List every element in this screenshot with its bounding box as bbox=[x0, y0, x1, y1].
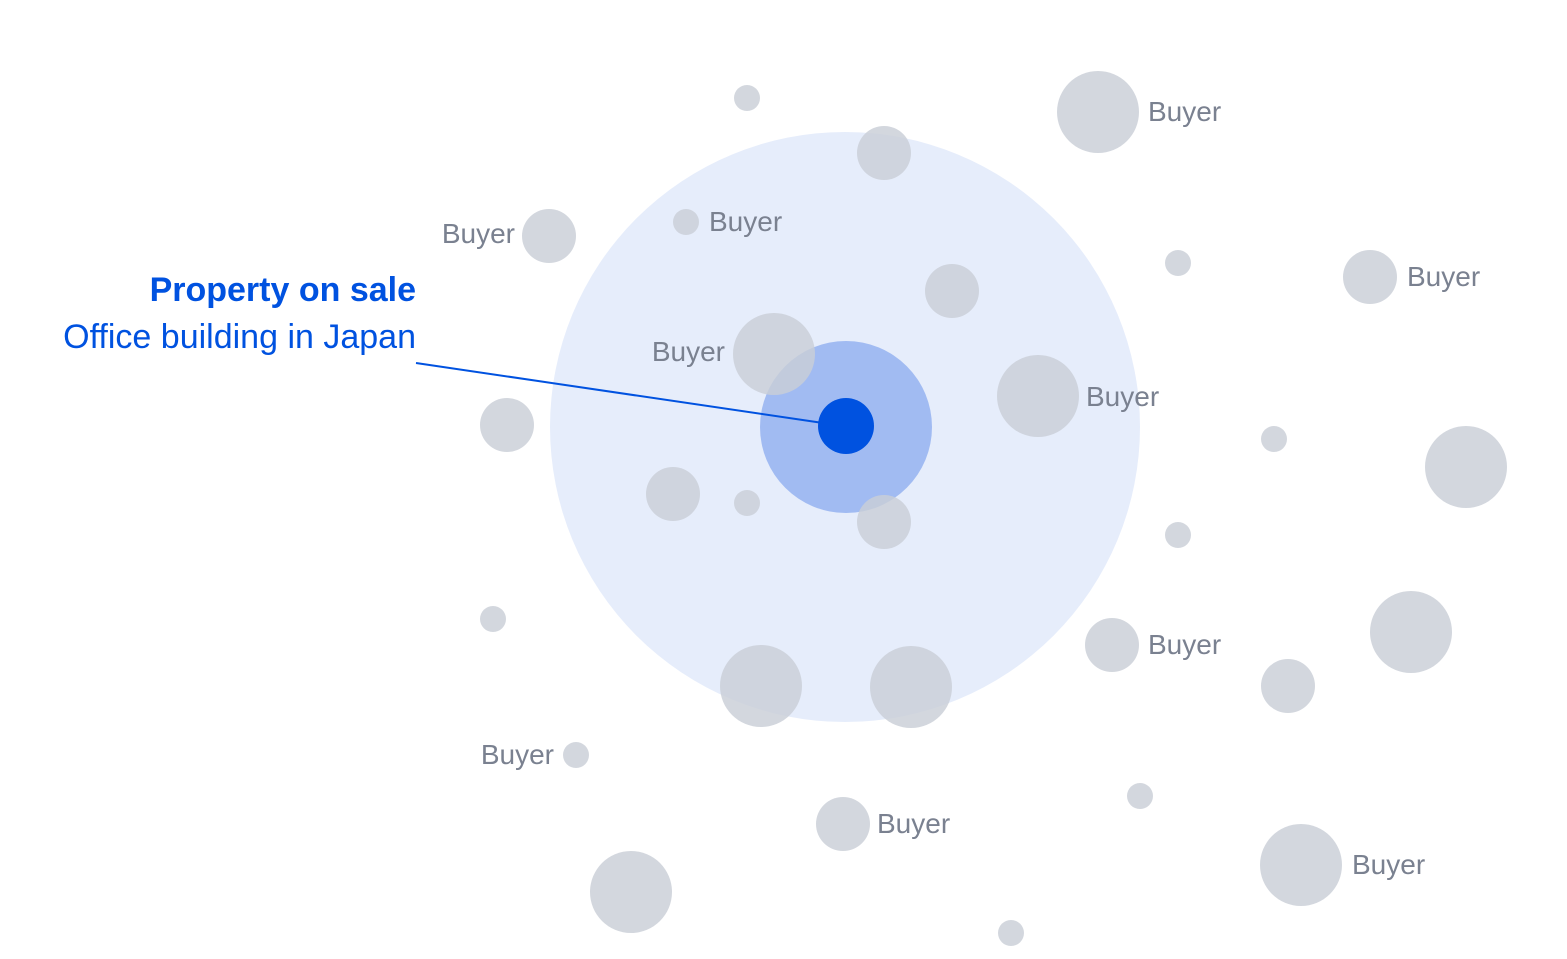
property-marker bbox=[818, 398, 874, 454]
buyer-label: Buyer bbox=[1148, 629, 1221, 660]
buyer-bubble bbox=[997, 355, 1079, 437]
buyer-bubble bbox=[563, 742, 589, 768]
buyer-bubble bbox=[1261, 426, 1287, 452]
buyer-bubble bbox=[925, 264, 979, 318]
buyer-label: Buyer bbox=[652, 336, 725, 367]
buyer-bubble bbox=[857, 126, 911, 180]
buyer-bubble bbox=[870, 646, 952, 728]
buyer-label: Buyer bbox=[1352, 849, 1425, 880]
property-subtitle: Office building in Japan bbox=[63, 318, 416, 356]
buyer-bubble bbox=[816, 797, 870, 851]
buyer-bubble bbox=[590, 851, 672, 933]
buyer-label: Buyer bbox=[442, 218, 515, 249]
buyer-bubble bbox=[998, 920, 1024, 946]
buyer-bubble bbox=[1261, 659, 1315, 713]
buyer-label: Buyer bbox=[709, 206, 782, 237]
buyer-label: Buyer bbox=[1086, 381, 1159, 412]
buyer-bubble bbox=[480, 606, 506, 632]
buyer-bubble bbox=[734, 490, 760, 516]
buyer-bubble bbox=[1057, 71, 1139, 153]
buyer-bubble bbox=[646, 467, 700, 521]
buyer-bubble bbox=[673, 209, 699, 235]
property-pointer-line bbox=[415, 362, 824, 424]
buyer-bubble bbox=[1165, 250, 1191, 276]
buyer-bubble bbox=[1343, 250, 1397, 304]
buyer-bubble bbox=[1127, 783, 1153, 809]
buyer-label: Buyer bbox=[481, 739, 554, 770]
buyer-bubble bbox=[857, 495, 911, 549]
buyer-bubble bbox=[522, 209, 576, 263]
buyer-bubble bbox=[1165, 522, 1191, 548]
buyer-bubble bbox=[1085, 618, 1139, 672]
buyer-bubble bbox=[1260, 824, 1342, 906]
buyer-label: Buyer bbox=[1148, 96, 1221, 127]
buyer-bubble bbox=[720, 645, 802, 727]
buyer-label: Buyer bbox=[877, 808, 950, 839]
property-title: Property on sale bbox=[150, 271, 416, 309]
buyer-bubbles bbox=[480, 71, 1507, 946]
buyer-bubble bbox=[480, 398, 534, 452]
buyer-bubble bbox=[1370, 591, 1452, 673]
buyer-label: Buyer bbox=[1407, 261, 1480, 292]
buyer-bubble bbox=[1425, 426, 1507, 508]
buyer-bubble bbox=[733, 313, 815, 395]
buyer-bubble bbox=[734, 85, 760, 111]
